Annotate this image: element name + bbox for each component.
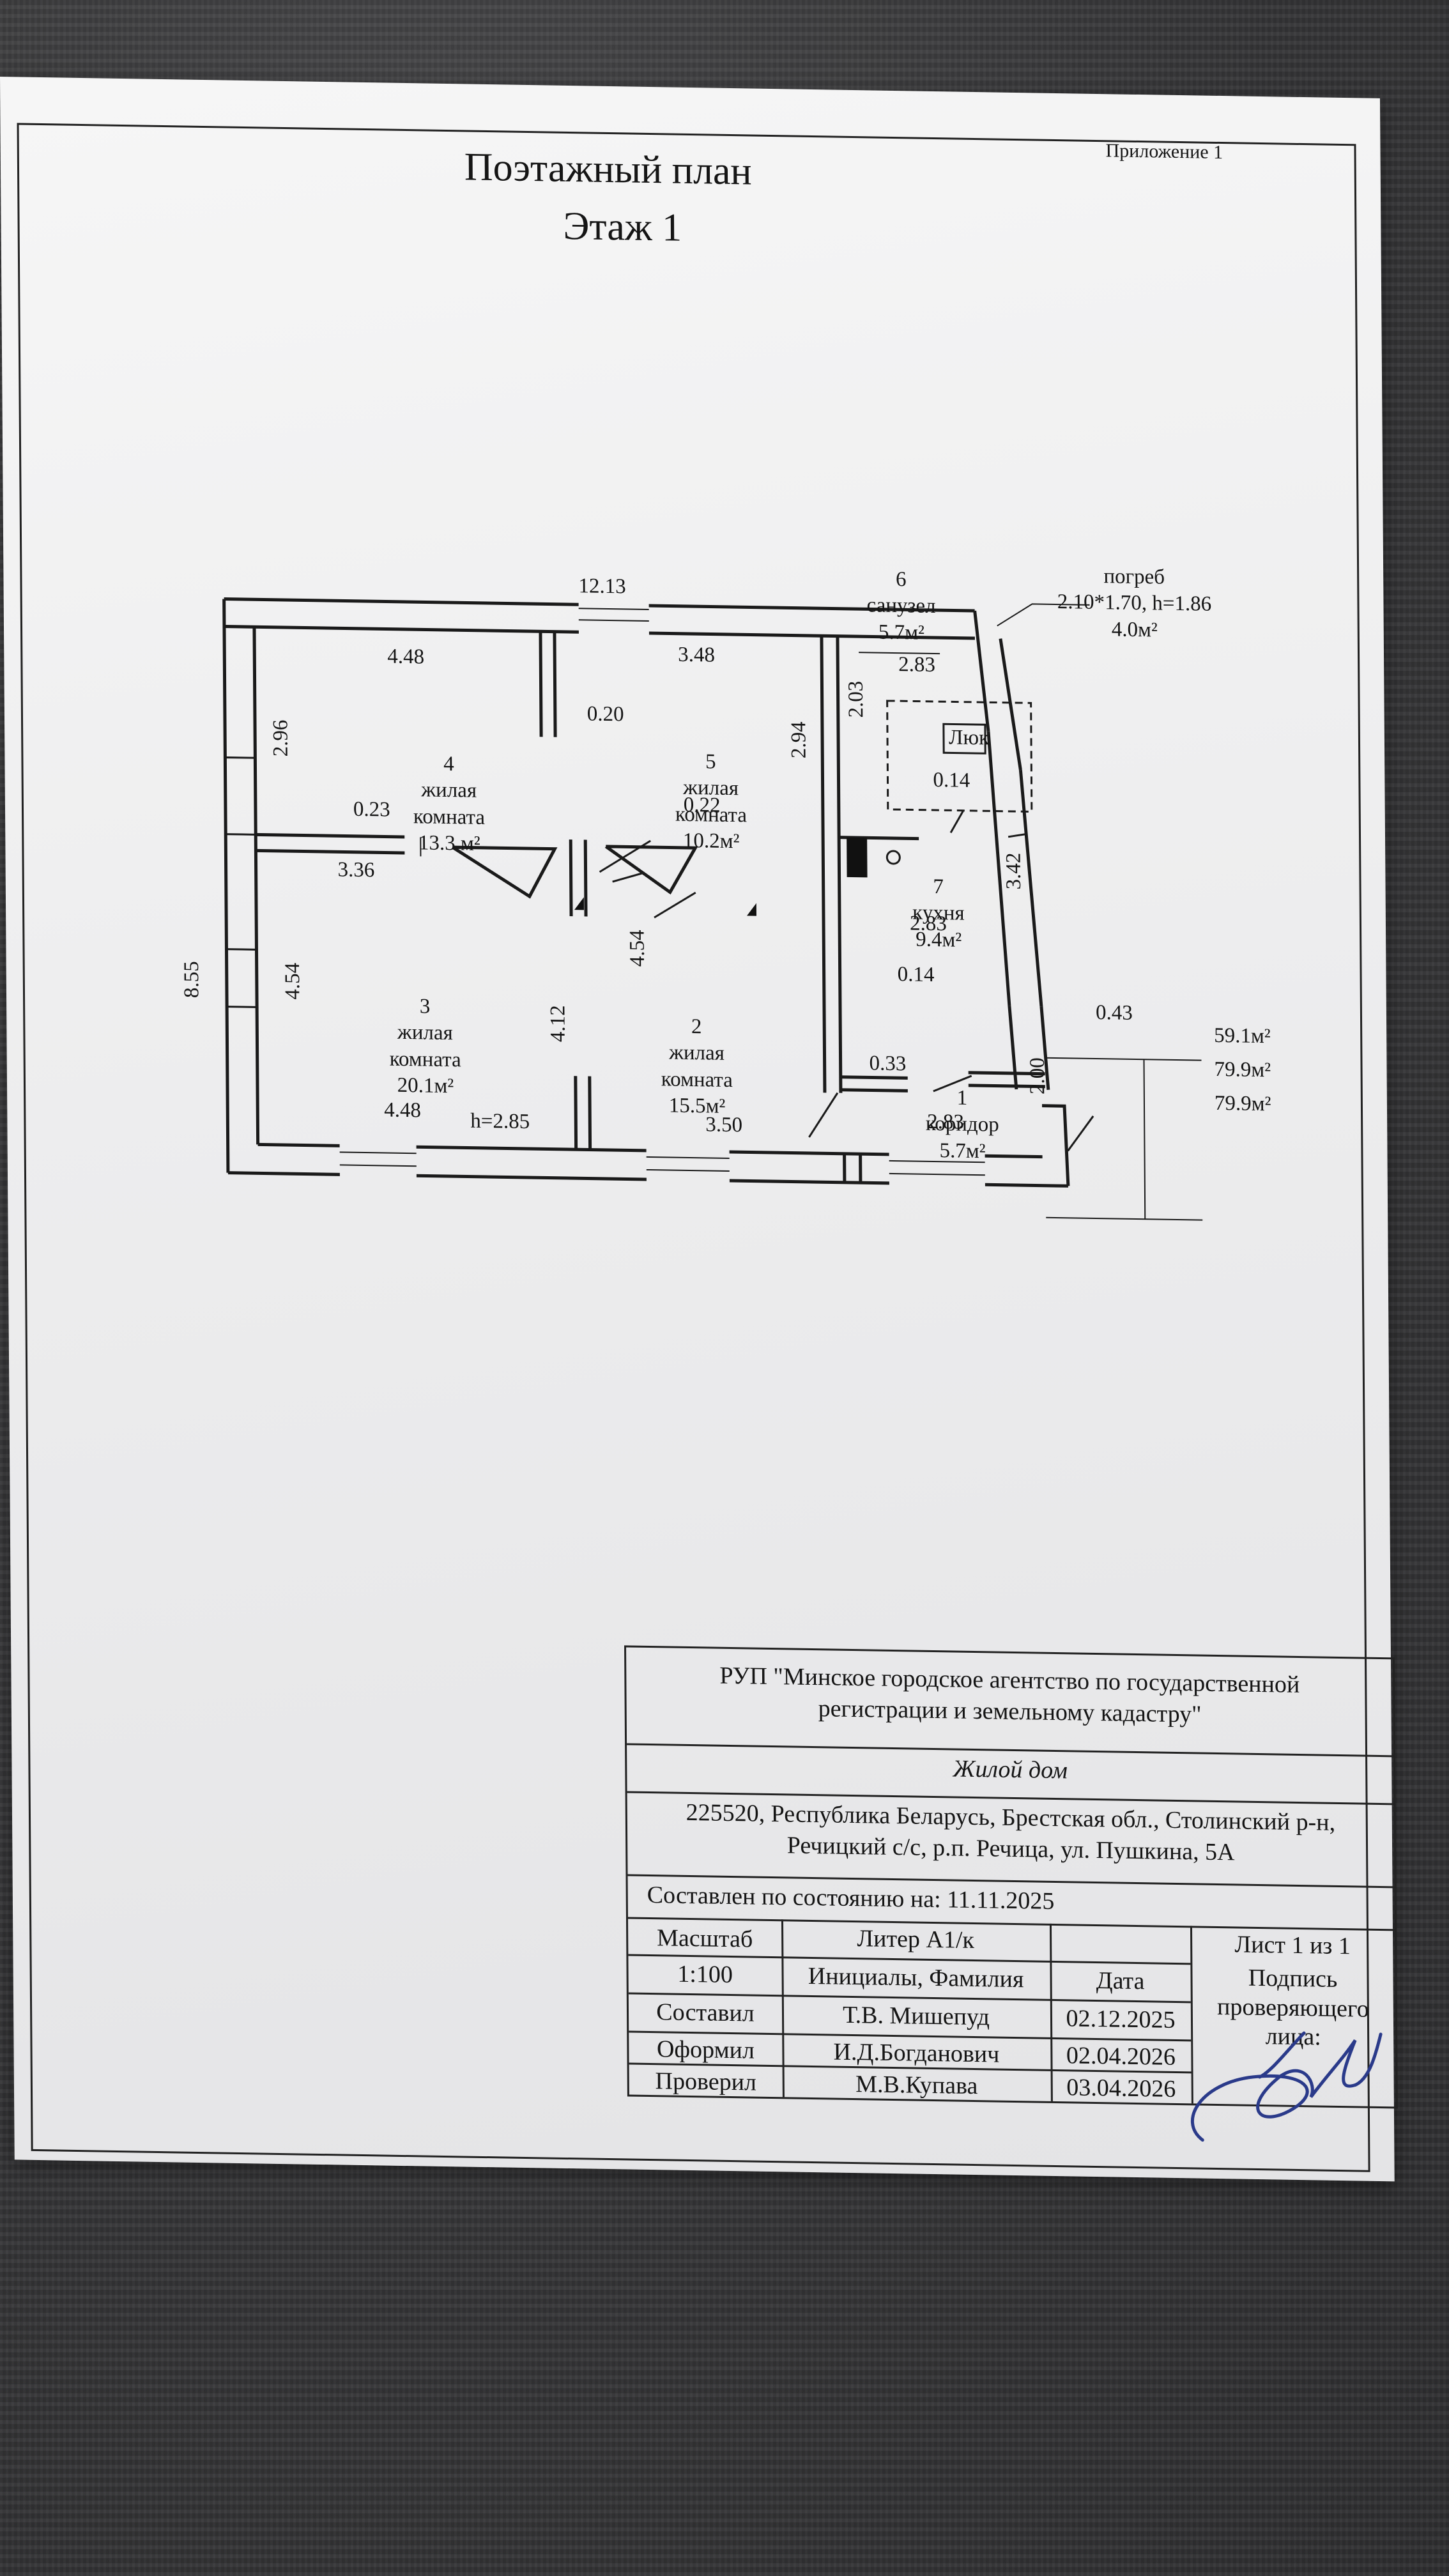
dim-room4-width: 4.48 [387, 645, 425, 669]
paper: Приложение 1 Поэтажный план Этаж 1 [0, 77, 1398, 2182]
scale-value: 1:100 [677, 1960, 733, 1989]
room-area: 5.7м² [939, 1138, 986, 1163]
room-number: 2 [691, 1015, 702, 1039]
total-area-3: 79.9м² [1214, 1091, 1271, 1116]
total-area-1: 59.1м² [1214, 1023, 1271, 1048]
dim-wall-043: 0.43 [1095, 1000, 1133, 1025]
document-sheet: Приложение 1 Поэтажный план Этаж 1 [0, 77, 1398, 2182]
room-3-label: 3 жилая комната 20.1м² [364, 993, 486, 1100]
dim-room5-depth: 2.94 [787, 721, 811, 759]
dim-wall-014b: 0.14 [897, 963, 935, 987]
handwritten-signature [1190, 2031, 1383, 2142]
room-area: 10.2м² [682, 829, 740, 853]
name-checked: М.В.Купава [855, 2071, 978, 2100]
name-formatted: И.Д.Богданович [833, 2038, 1000, 2068]
total-area-2: 79.9м² [1214, 1057, 1271, 1082]
dim-overall-depth: 8.55 [180, 961, 204, 999]
room-name: жилая комната [413, 778, 486, 829]
room-number: 4 [443, 752, 454, 776]
dim-room3-upper: 3.36 [337, 858, 375, 882]
dim-room2-width: 3.50 [705, 1113, 743, 1137]
dim-corridor-depth: 2.00 [1025, 1057, 1050, 1095]
dim-bath-width: 2.83 [898, 653, 936, 677]
room-number: 5 [705, 750, 716, 774]
room-area: 5.7м² [878, 620, 925, 645]
dim-wall-033: 0.33 [869, 1052, 907, 1076]
dim-bath-depth: 2.03 [844, 680, 868, 718]
room-number: 6 [895, 568, 907, 592]
dim-height: h=2.85 [470, 1109, 530, 1134]
organization-name: РУП "Минское городское агентство по госу… [719, 1662, 1300, 1729]
room-6-label: 6 санузел 5.7м² [853, 566, 949, 647]
address: 225520, Республика Беларусь, Брестская о… [686, 1798, 1336, 1866]
room-area: 20.1м² [397, 1073, 454, 1098]
dim-room3-width: 4.48 [384, 1098, 422, 1123]
dim-room3-depth: 4.54 [280, 962, 305, 1000]
cellar-name: погреб [1103, 565, 1165, 589]
cellar-label: погреб 2.10*1.70, h=1.86 4.0м² [1045, 563, 1224, 645]
room-name: жилая комната [389, 1021, 461, 1071]
room-4-label: 4 жилая комната 13.3 м² [388, 751, 510, 858]
dim-wall-014a: 0.14 [933, 768, 970, 792]
dim-room5-width: 3.48 [678, 643, 716, 667]
scale-label: Масштаб [657, 1924, 753, 1953]
hatch-label: Люк [948, 726, 990, 750]
dim-kitchen-width: 2.83 [909, 912, 947, 936]
dim-corridor-width: 2.83 [927, 1110, 965, 1134]
room-number: 3 [419, 995, 431, 1018]
cellar-size: 2.10*1.70, h=1.86 [1057, 590, 1212, 617]
dim-wall-020: 0.20 [586, 702, 624, 726]
room-area: 13.3 м² [418, 831, 480, 855]
area-totals: 59.1м² 79.9м² 79.9м² [1214, 1019, 1271, 1121]
role-compiled: Составил [656, 1998, 755, 2027]
col-name: Инициалы, Фамилия [808, 1962, 1024, 1993]
dim-wall-023: 0.23 [353, 797, 390, 822]
room-2-label: 2 жилая комната 15.5м² [636, 1013, 758, 1121]
room-name: санузел [866, 594, 936, 618]
dim-room2-left: 4.12 [546, 1005, 570, 1043]
dim-room2-right: 4.54 [625, 930, 649, 967]
role-checked: Проверил [655, 2067, 757, 2096]
room-name: жилая комната [661, 1041, 733, 1092]
object-name: Жилой дом [953, 1755, 1068, 1784]
cellar-area: 4.0м² [1111, 617, 1158, 641]
role-formatted: Оформил [656, 2035, 755, 2064]
name-compiled: Т.В. Мишепуд [842, 2001, 990, 2031]
state-date: Составлен по состоянию на: 11.11.2025 [647, 1881, 1055, 1915]
floor-plan-drawing [222, 597, 1203, 1221]
sheet-number: Лист 1 из 1 [1234, 1931, 1351, 1960]
liter: Литер А1/к [857, 1925, 975, 1954]
dim-kitchen-depth: 3.42 [1002, 852, 1026, 890]
dim-overall-width: 12.13 [578, 574, 626, 599]
room-number: 1 [956, 1086, 968, 1110]
room-number: 7 [933, 875, 944, 899]
dim-room4-depth: 2.96 [269, 719, 293, 757]
dim-wall-022: 0.22 [683, 793, 721, 817]
